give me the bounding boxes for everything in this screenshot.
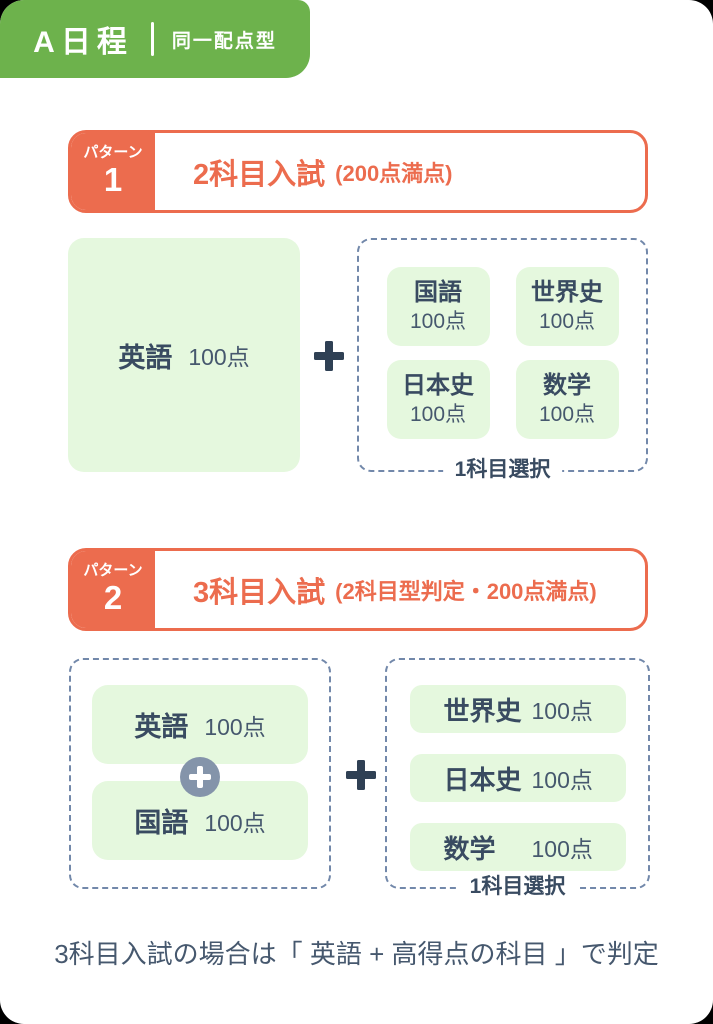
pattern2-title-note: (2科目型判定・200点満点) <box>335 578 597 604</box>
badge-divider <box>150 22 154 56</box>
subject-name: 世界史 <box>531 278 603 306</box>
pattern1-label-badge: パターン 1 <box>71 133 155 210</box>
pattern1-number: 1 <box>103 160 123 198</box>
pattern2-fixed-group: 英語 100点 国語 100点 <box>69 658 331 889</box>
subject-name: 国語 <box>134 808 189 838</box>
subject-name: 世界史 <box>443 695 522 726</box>
pattern1-title-note: (200点満点) <box>335 160 453 186</box>
subject-points: 100点 <box>531 767 593 793</box>
pattern2-choice-label: 1科目選択 <box>457 874 578 900</box>
pattern1-header: パターン 1 2科目入試 (200点満点) <box>68 130 648 213</box>
pattern1-choice-label: 1科目選択 <box>442 457 563 483</box>
subject-points: 100点 <box>409 310 467 334</box>
subject-card: 英語 100点 <box>92 685 308 764</box>
subject-card: 日本史 100点 <box>409 754 626 802</box>
subject-name: 数学 <box>543 371 591 399</box>
judgement-note: 3科目入試の場合は「 英語 + 高得点の科目 」で判定 <box>54 939 659 969</box>
subject-points: 100点 <box>531 836 593 862</box>
subject-card: 世界史 100点 <box>515 267 619 346</box>
subject-points: 100点 <box>531 698 593 724</box>
pattern1-choice-grid: 国語 100点 世界史 100点 日本史 100点 数学 100点 <box>359 240 646 439</box>
pattern2-header: パターン 2 3科目入試 (2科目型判定・200点満点) <box>68 548 648 631</box>
subject-name: 日本史 <box>443 764 522 795</box>
subject-card: 日本史 100点 <box>386 360 490 439</box>
subject-name: 日本史 <box>402 371 474 399</box>
subject-card: 国語 100点 <box>386 267 490 346</box>
plus-icon <box>346 760 376 790</box>
subject-points: 100点 <box>204 713 266 740</box>
subject-points: 100点 <box>204 809 266 836</box>
plus-icon <box>314 341 344 371</box>
subject-card: 数学 100点 <box>409 823 626 871</box>
subject-name: 国語 <box>414 278 462 306</box>
subject-card: 世界史 100点 <box>409 685 626 733</box>
subject-points: 100点 <box>538 310 596 334</box>
pattern1-choice-group: 国語 100点 世界史 100点 日本史 100点 数学 100点 1科目選択 <box>357 238 648 483</box>
pattern2-label-text: パターン <box>83 562 143 580</box>
pattern2-choice-group: 世界史 100点 日本史 100点 数学 100点 1科目選択 <box>385 658 650 900</box>
pattern2-title: 3科目入試 (2科目型判定・200点満点) <box>193 551 597 628</box>
circle-plus-icon <box>180 757 220 797</box>
subject-points: 100点 <box>538 403 596 427</box>
subject-points: 100点 <box>409 403 467 427</box>
pattern2-choice-list: 世界史 100点 日本史 100点 数学 100点 <box>387 660 648 887</box>
pattern1-title-main: 2科目入試 <box>193 158 326 191</box>
subject-card: 数学 100点 <box>515 360 619 439</box>
schedule-title: A日程 <box>33 26 133 59</box>
pattern1-title: 2科目入試 (200点満点) <box>193 133 453 210</box>
subject-name: 英語 <box>134 712 189 742</box>
pattern2-title-main: 3科目入試 <box>193 576 326 609</box>
schedule-badge: A日程 同一配点型 <box>0 0 310 78</box>
pattern2-number: 2 <box>103 578 123 616</box>
schedule-subtitle: 同一配点型 <box>171 30 277 52</box>
pattern1-fixed-subject: 英語 100点 <box>68 238 300 472</box>
subject-points: 100点 <box>188 344 250 370</box>
subject-name: 英語 <box>118 342 173 373</box>
subject-name: 数学 <box>443 833 496 864</box>
pattern1-label-text: パターン <box>83 144 143 162</box>
pattern2-label-badge: パターン 2 <box>71 551 155 628</box>
